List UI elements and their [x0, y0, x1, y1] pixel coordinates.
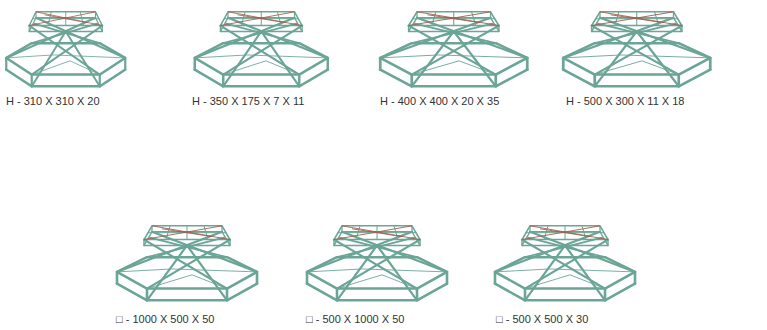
- section-caption: □ - 1000 X 500 X 50: [116, 313, 214, 326]
- frame-figure: [6, 12, 125, 86]
- section-caption: H - 310 X 310 X 20: [6, 95, 100, 108]
- section-caption: H - 500 X 300 X 11 X 18: [566, 95, 684, 108]
- section-caption: H - 350 X 175 X 7 X 11: [192, 95, 304, 108]
- section-caption: □ - 500 X 1000 X 50: [306, 313, 404, 326]
- frame-figure: [117, 226, 257, 300]
- frame-figure: [195, 12, 328, 86]
- frame-figure: [380, 12, 527, 86]
- frame-figure: [307, 226, 447, 300]
- frame-figure: [563, 12, 710, 86]
- section-caption: H - 400 X 400 X 20 X 35: [380, 95, 499, 108]
- section-caption: □ - 500 X 500 X 30: [496, 313, 588, 326]
- frame-figure: [495, 226, 635, 300]
